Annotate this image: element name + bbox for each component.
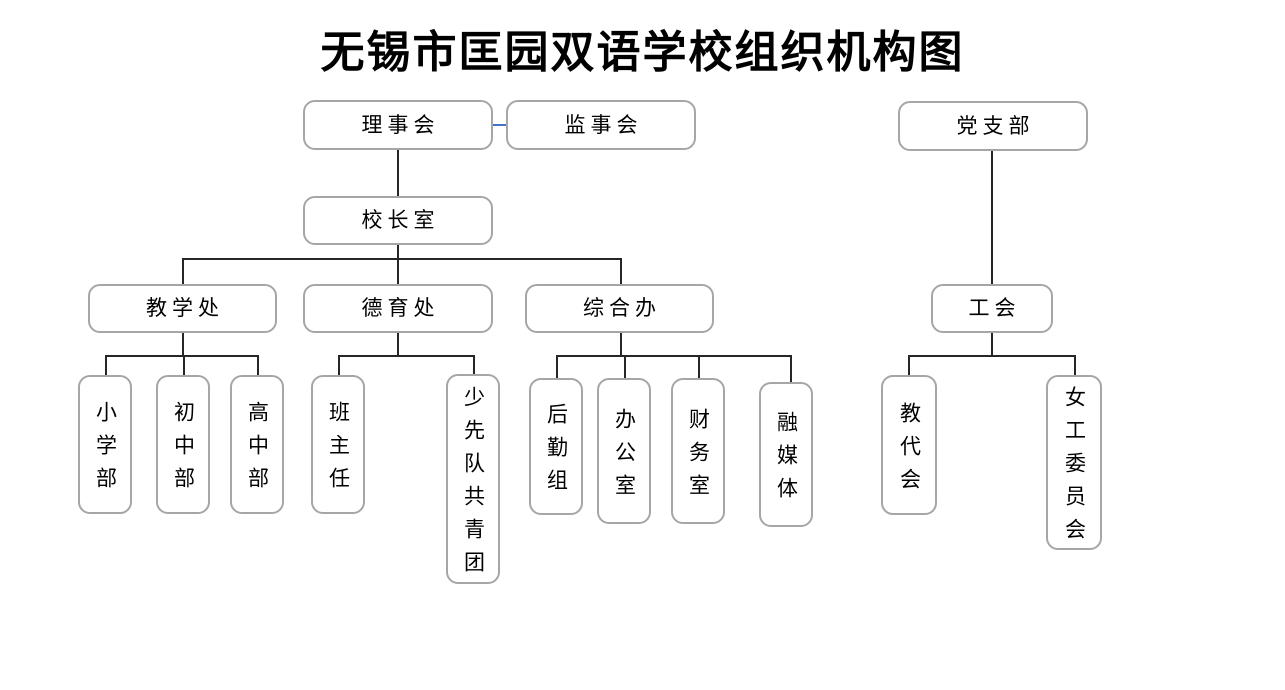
node-finance-office: 财务室 (671, 378, 725, 524)
connector-teaching-bus (105, 355, 258, 357)
connector-drop-moral-education-office (397, 258, 399, 284)
node-primary-division: 小学部 (78, 375, 132, 514)
node-label-principal-office: 校长室 (361, 209, 440, 232)
node-label-class-teachers: 班主任 (326, 401, 350, 500)
node-principal-office: 校长室 (303, 196, 493, 245)
connector-drop-teaching-office (182, 258, 184, 284)
node-young-pioneers-youth-league: 少先队共青团 (446, 374, 500, 584)
node-logistics-group: 后勤组 (529, 378, 583, 515)
connector-moral-bus (338, 355, 474, 357)
node-teaching-office: 教学处 (88, 284, 277, 333)
node-general-office: 综合办 (525, 284, 714, 333)
connector-principal-bus (182, 258, 621, 260)
connector-moral-stem (397, 333, 399, 355)
node-senior-division: 高中部 (230, 375, 284, 514)
connector-drop-young-pioneers (473, 355, 475, 374)
node-women-workers-committee: 女工委员会 (1046, 375, 1102, 551)
connector-drop-teachers-congress (908, 355, 910, 375)
connector-drop-class-teachers (338, 355, 340, 375)
connector-drop-primary-division (105, 355, 107, 375)
node-party-branch: 党支部 (898, 101, 1088, 151)
node-label-primary-division: 小学部 (93, 401, 117, 500)
node-label-party-branch: 党支部 (956, 114, 1035, 138)
node-label-supervisors: 监事会 (564, 113, 643, 137)
connector-drop-finance-office (698, 355, 700, 378)
node-junior-division: 初中部 (156, 375, 210, 514)
connector-party-union (991, 151, 993, 284)
node-teachers-congress: 教代会 (881, 375, 937, 515)
node-label-logistics-group: 后勤组 (544, 403, 568, 502)
node-board-of-directors: 理事会 (303, 100, 493, 150)
connector-drop-logistics-group (556, 355, 558, 378)
connector-drop-women-workers-committee (1074, 355, 1076, 375)
connector-board-supervisors (493, 124, 507, 126)
connector-union-stem (991, 333, 993, 355)
connector-drop-senior-division (257, 355, 259, 375)
node-label-young-pioneers-youth-league: 少先队共青团 (461, 386, 485, 584)
connector-general-stem (620, 333, 622, 355)
node-admin-office: 办公室 (597, 378, 651, 524)
node-label-teaching-office: 教学处 (146, 297, 224, 320)
node-label-admin-office: 办公室 (612, 407, 636, 507)
node-board-of-supervisors: 监事会 (506, 100, 696, 150)
node-class-teachers: 班主任 (311, 375, 365, 514)
connector-teaching-stem (182, 333, 184, 355)
node-label-teachers-congress: 教代会 (897, 401, 921, 501)
node-label-senior-division: 高中部 (245, 401, 269, 500)
node-labor-union: 工会 (931, 284, 1053, 333)
connector-drop-converged-media (790, 355, 792, 382)
connector-drop-junior-division (183, 355, 185, 375)
node-label-women-workers-committee: 女工委员会 (1062, 386, 1086, 551)
connector-union-bus (908, 355, 1075, 357)
connector-board-principal (397, 150, 399, 196)
connector-drop-general-office (620, 258, 622, 284)
node-converged-media: 融媒体 (759, 382, 813, 527)
node-label-board: 理事会 (361, 113, 440, 137)
node-label-finance-office: 财务室 (686, 407, 710, 507)
node-label-general-office: 综合办 (583, 297, 661, 320)
connector-drop-admin-office (624, 355, 626, 378)
page-title: 无锡市匡园双语学校组织机构图 (320, 28, 965, 77)
node-label-labor-union: 工会 (968, 297, 1021, 320)
node-label-junior-division: 初中部 (171, 401, 195, 500)
node-label-moral-education-office: 德育处 (361, 297, 440, 320)
connector-general-bus (556, 355, 791, 357)
node-moral-education-office: 德育处 (303, 284, 493, 333)
node-label-converged-media: 融媒体 (774, 411, 798, 510)
connector-principal-stem (397, 245, 399, 258)
